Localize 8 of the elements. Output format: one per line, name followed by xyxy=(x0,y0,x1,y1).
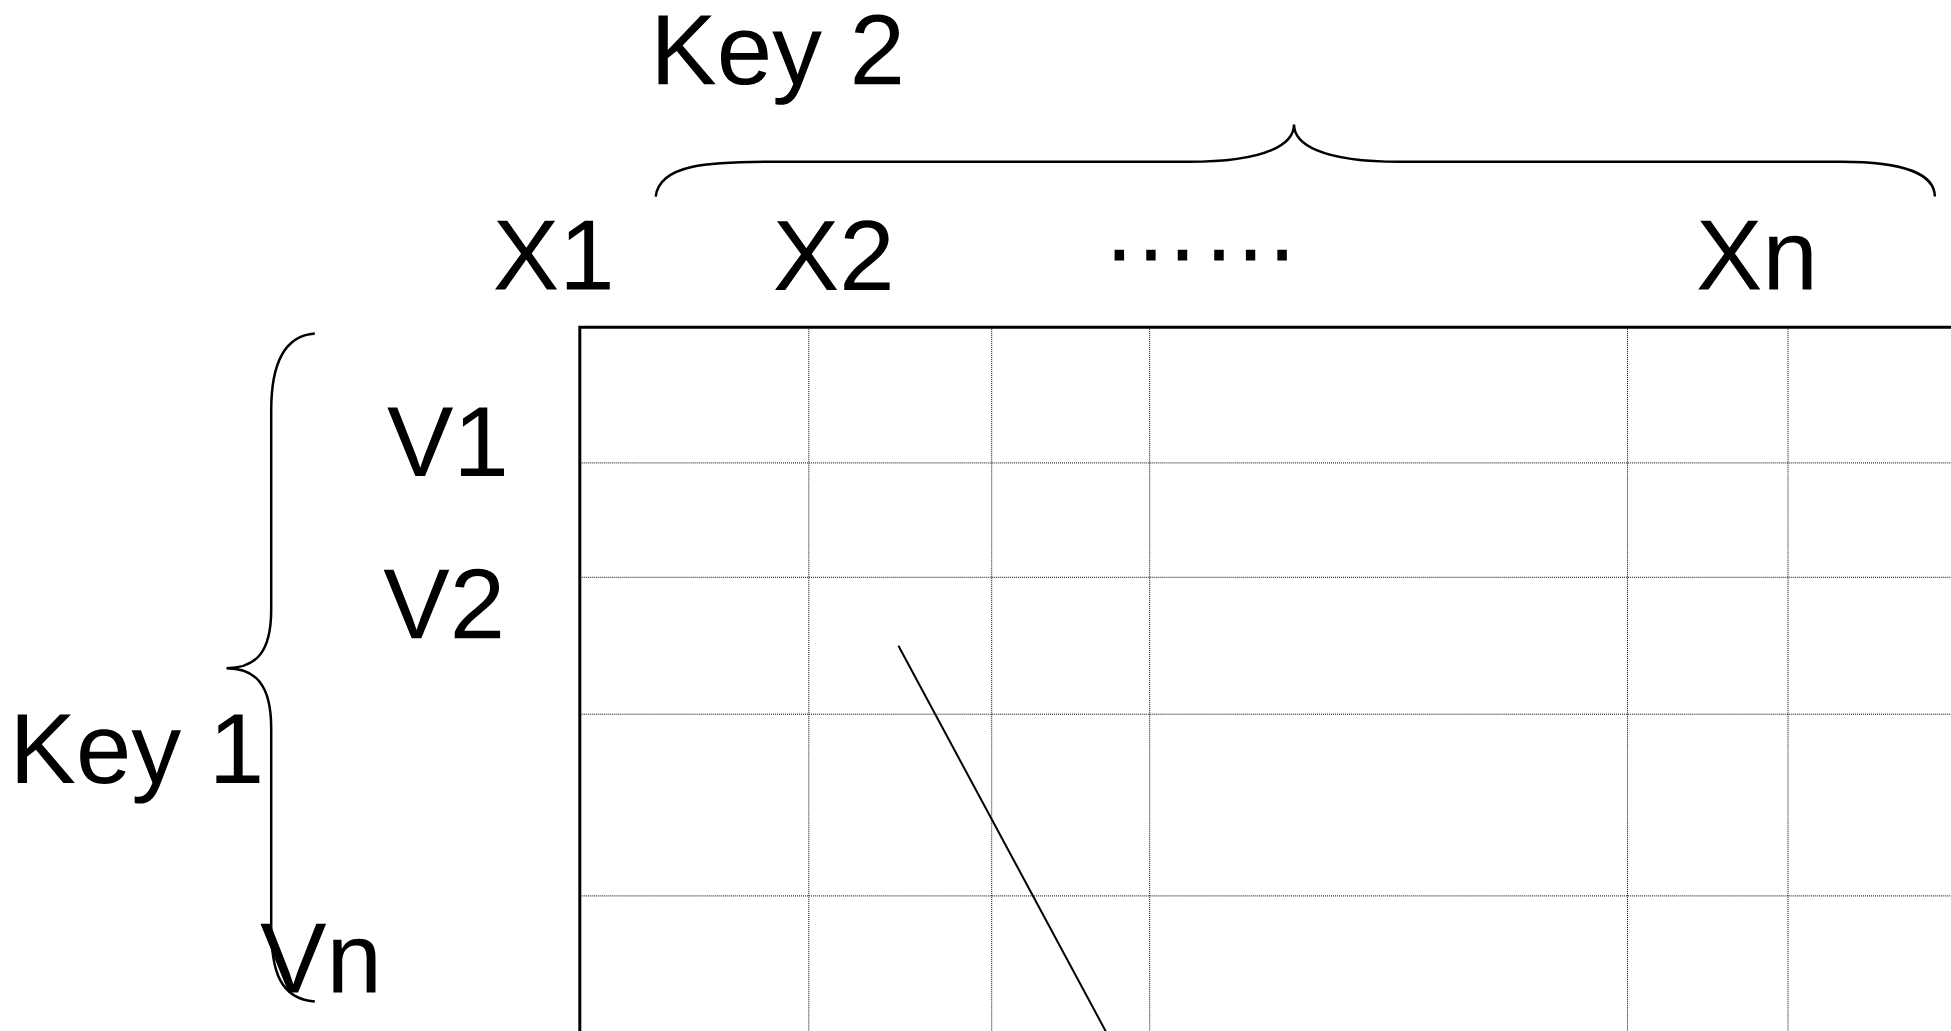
row-label: V1 xyxy=(387,407,504,476)
column-label: X1 xyxy=(495,220,610,290)
axis-title: Key 2 xyxy=(658,14,900,105)
ellipsis: …… xyxy=(1114,249,1287,261)
row-label: V2 xyxy=(383,568,501,639)
axis-title: Key 1 xyxy=(17,714,260,804)
column-label: X2 xyxy=(775,220,890,290)
column-label: Xn xyxy=(1698,220,1812,290)
